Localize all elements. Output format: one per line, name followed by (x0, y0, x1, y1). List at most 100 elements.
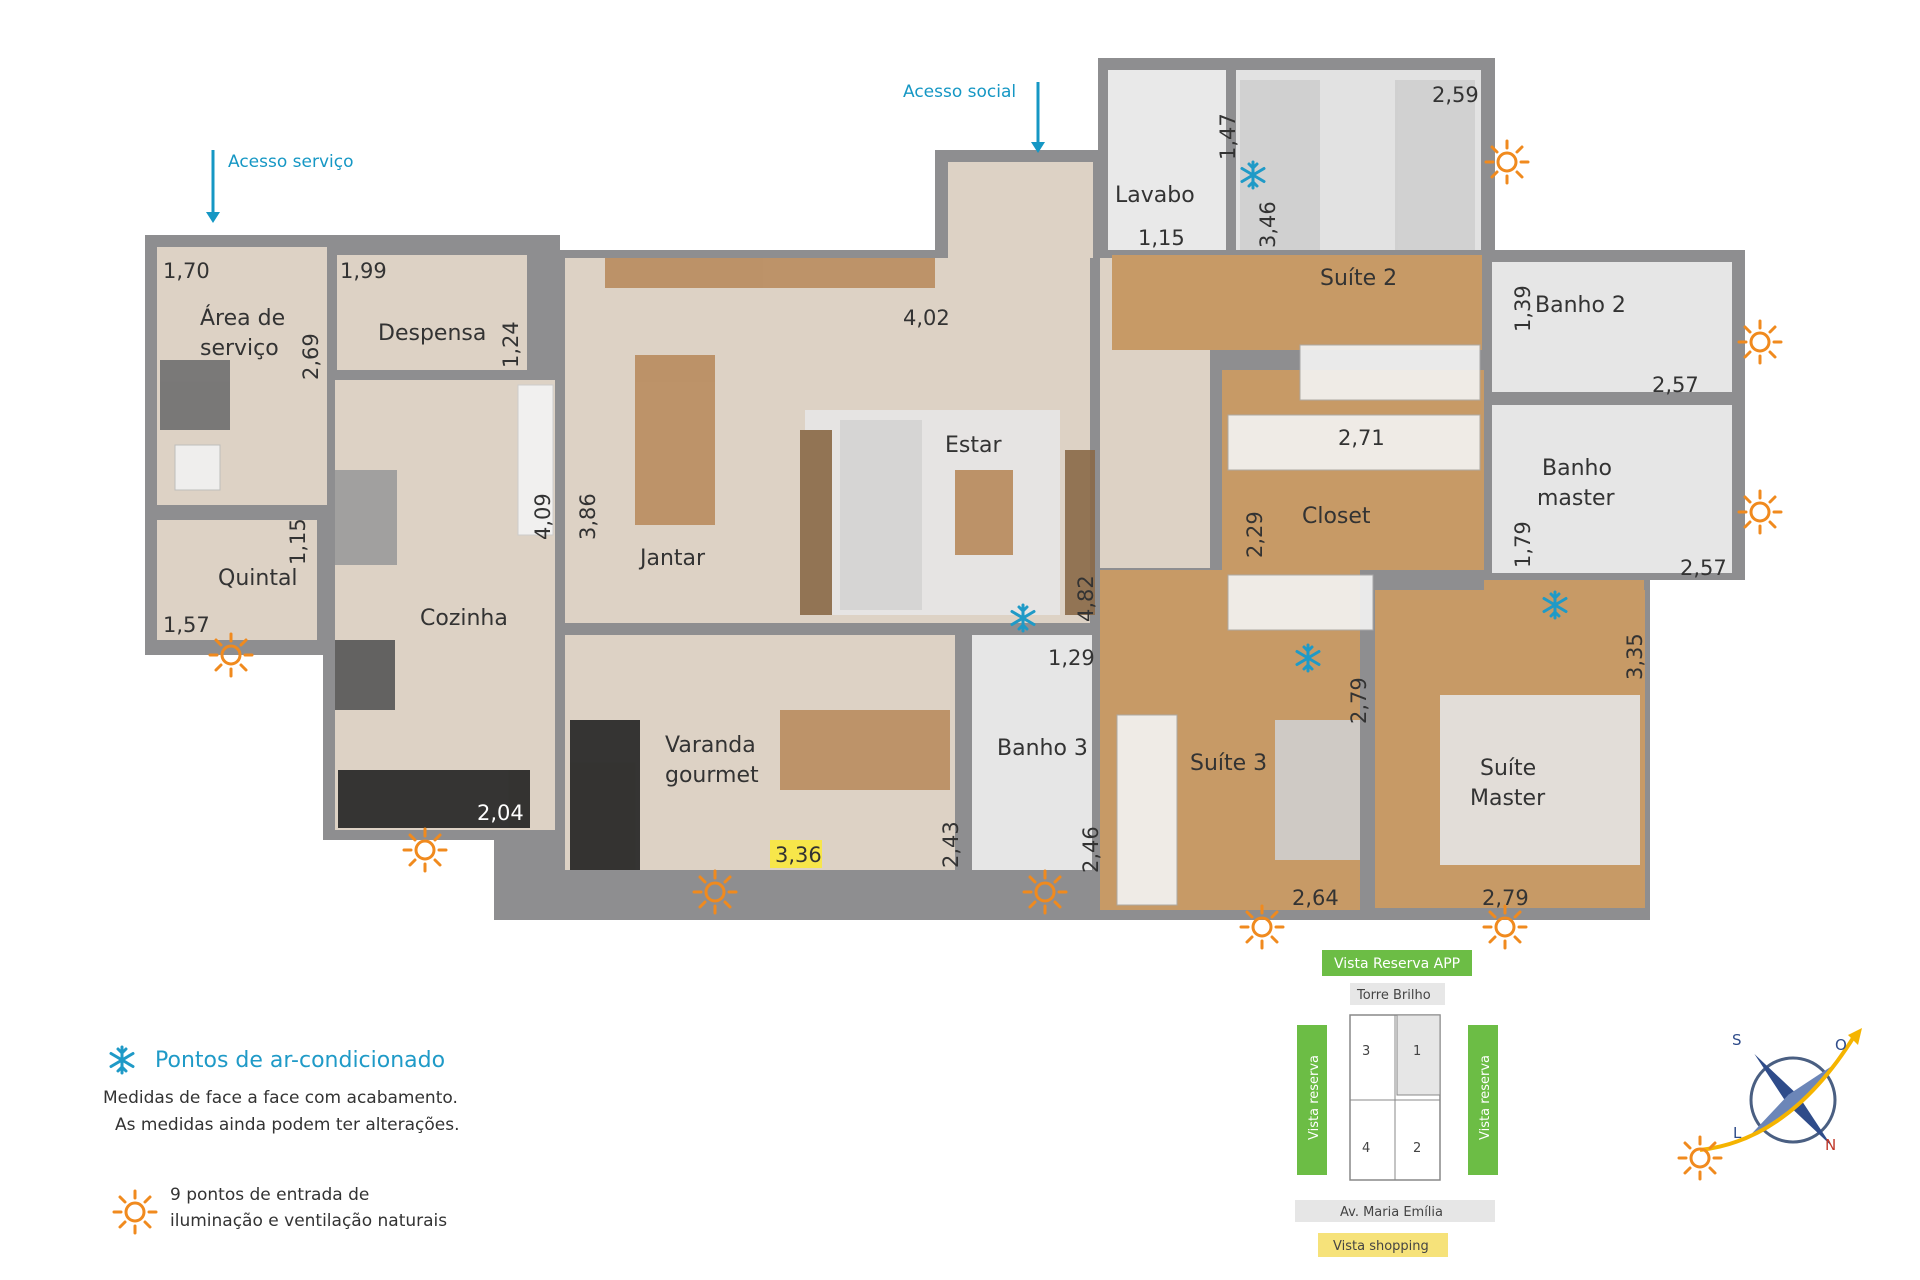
barbecue (570, 720, 640, 870)
dim-179: 1,79 (1511, 521, 1535, 568)
site-top-green-label: Vista Reserva APP (1334, 956, 1460, 972)
furniture (160, 80, 1640, 906)
site-tower-box (1350, 983, 1445, 1005)
dim-157: 1,57 (163, 613, 210, 637)
sideboard (605, 258, 935, 288)
access-service-label: Acesso serviço (228, 152, 354, 172)
dim-204: 2,04 (477, 801, 524, 825)
dim-336: 3,36 (775, 843, 822, 867)
unit-2: 2 (1413, 1141, 1421, 1156)
room-suite3: Suíte 3 (1190, 751, 1267, 776)
master-bench-floor (1484, 580, 1644, 625)
dim-246: 2,46 (1079, 826, 1103, 873)
side-shelf (800, 430, 832, 615)
site-street-box (1295, 1200, 1495, 1222)
site-left-green-label: Vista reserva (1307, 1055, 1322, 1140)
banho3-floor (972, 635, 1092, 870)
unit-1-highlight (1396, 1014, 1441, 1096)
legend-sun-line2: iluminação e ventilação naturais (170, 1211, 447, 1231)
room-banho2: Banho 2 (1535, 293, 1626, 318)
room-despensa: Despensa (378, 321, 486, 346)
unit-3: 3 (1362, 1044, 1370, 1059)
dim-346: 3,46 (1256, 201, 1280, 248)
access-arrows (206, 82, 1045, 223)
dim-129: 1,29 (1048, 646, 1095, 670)
gourmet-table (780, 710, 950, 790)
dim-264: 2,64 (1292, 886, 1339, 910)
compass-l: L (1733, 1124, 1742, 1142)
dim-170: 1,70 (163, 259, 210, 283)
compass-n: N (1825, 1136, 1836, 1154)
tv-panel (1065, 450, 1095, 615)
unit-1: 1 (1413, 1044, 1421, 1059)
tank (174, 444, 221, 491)
dim-402: 4,02 (903, 306, 950, 330)
room-banho3: Banho 3 (997, 736, 1088, 761)
room-suite2: Suíte 2 (1320, 266, 1397, 291)
dim-336-highlight (770, 840, 822, 868)
compass-rose: S O N L (1677, 1028, 1862, 1181)
wardrobe-suite2 (1299, 344, 1481, 401)
site-bottom-yellow (1318, 1233, 1448, 1257)
despensa-floor (337, 255, 527, 370)
dining-table (635, 355, 715, 525)
dim-386: 3,86 (576, 493, 600, 540)
room-suite-master-line1: Suíte (1480, 756, 1536, 781)
legend-sun-line1: 9 pontos de entrada de (170, 1185, 369, 1205)
banho2-floor (1492, 262, 1732, 392)
banho-master-floor (1492, 405, 1732, 573)
sofa (840, 420, 922, 610)
sun-icon (1239, 904, 1285, 950)
compass-s: S (1732, 1031, 1742, 1049)
room-varanda-line1: Varanda (665, 733, 756, 758)
legend-ac-title: Pontos de ar-condicionado (155, 1048, 445, 1073)
room-area-servico-line2: serviço (200, 336, 279, 361)
site-right-green (1468, 1025, 1498, 1175)
closet-wardrobe-bottom (1227, 574, 1374, 631)
site-bottom-yellow-label: Vista shopping (1333, 1239, 1429, 1254)
sun-icon (1482, 904, 1528, 950)
dim-147: 1,47 (1216, 113, 1240, 160)
suite2-wood-floor (1112, 255, 1482, 350)
room-suite-master-line2: Master (1470, 786, 1546, 811)
dimensions: 1,70 2,69 1,99 1,24 1,15 1,57 2,04 4,09 … (163, 83, 1727, 910)
site-key: Vista Reserva APP Torre Brilho Vista res… (1295, 950, 1498, 1257)
dim-139: 1,39 (1511, 285, 1535, 332)
dim-115b: 1,15 (1138, 226, 1185, 250)
site-right-green-label: Vista reserva (1478, 1055, 1493, 1140)
legend-measures-line2: As medidas ainda podem ter alterações. (115, 1115, 459, 1135)
kitchen-cabinet (517, 384, 554, 536)
fridge (335, 470, 397, 565)
closet-wardrobe-top (1227, 414, 1481, 471)
dim-115a: 1,15 (286, 518, 310, 565)
dim-259: 2,59 (1432, 83, 1479, 107)
dim-243: 2,43 (939, 821, 963, 868)
unit-4: 4 (1362, 1141, 1370, 1156)
site-left-green (1297, 1025, 1327, 1175)
bed-suite3 (1275, 720, 1360, 860)
site-tower-label: Torre Brilho (1356, 988, 1431, 1003)
dim-269: 2,69 (299, 333, 323, 380)
compass-o: O (1835, 1036, 1847, 1054)
walls (145, 58, 1745, 920)
dim-124: 1,24 (499, 321, 523, 368)
dim-271: 2,71 (1338, 426, 1385, 450)
room-closet: Closet (1302, 504, 1371, 529)
room-estar: Estar (945, 433, 1002, 458)
dim-482: 4,82 (1074, 575, 1098, 622)
access-social-label: Acesso social (903, 82, 1016, 102)
wardrobe-suite3 (1116, 714, 1178, 906)
legend-measures-line1: Medidas de face a face com acabamento. (103, 1088, 458, 1108)
room-labels: Área de serviço Despensa Quintal Cozinha… (200, 183, 1626, 811)
room-area-servico-line1: Área de (200, 305, 285, 331)
sun-icon (1484, 139, 1530, 185)
sun-icon (112, 1189, 158, 1235)
snowflake-icon (109, 1045, 135, 1075)
sun-icon (1677, 1135, 1723, 1181)
dim-335: 3,35 (1623, 633, 1647, 680)
dim-409: 4,09 (531, 493, 555, 540)
site-top-green (1322, 950, 1472, 976)
kitchen-counter (338, 770, 530, 828)
room-quintal: Quintal (218, 566, 298, 591)
